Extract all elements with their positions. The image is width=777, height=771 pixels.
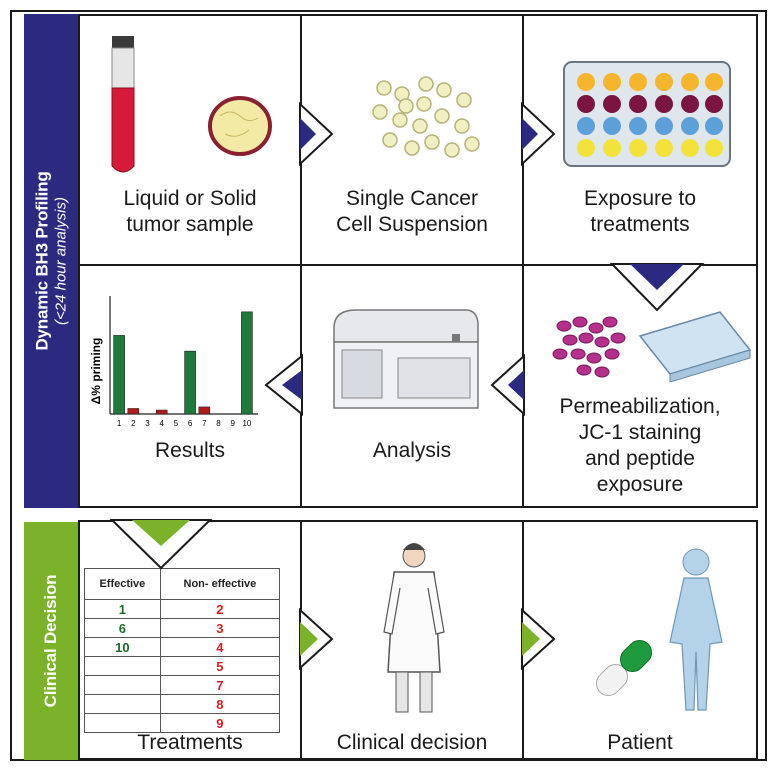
profiling-sidebar: Dynamic BH3 Profiling (<24 hour analysis… xyxy=(24,14,78,508)
effective-cell: 1 xyxy=(84,599,161,619)
chart-bar xyxy=(113,335,125,415)
non-effective-cell: 2 xyxy=(159,599,281,619)
chart-tick-label: 4 xyxy=(159,419,164,428)
chart-bar xyxy=(198,406,211,415)
effective-cell: 6 xyxy=(84,618,161,638)
step-label-line: Exposure to xyxy=(583,187,697,210)
chart-tick-label: 5 xyxy=(174,419,179,428)
effective-cell xyxy=(84,713,161,733)
step-label-line: Results xyxy=(154,439,226,462)
clinical-title: Clinical Decision xyxy=(41,574,60,708)
chart-tick-label: 3 xyxy=(145,419,150,428)
effective-cell: 10 xyxy=(84,637,161,657)
step-label-line: Single Cancer xyxy=(346,187,478,210)
table-row: 8 xyxy=(84,694,281,714)
non-effective-cell: 3 xyxy=(159,618,281,638)
profiling-subtitle: (<24 hour analysis) xyxy=(52,197,70,325)
effective-cell xyxy=(84,675,161,695)
table-row: 5 xyxy=(84,656,281,676)
chart-y-axis-label: Δ% priming xyxy=(89,338,103,405)
non-effective-cell: 9 xyxy=(159,713,281,733)
non-effective-cell: 8 xyxy=(159,694,281,714)
step-panel-suspension: Single Cancer Cell Suspension xyxy=(300,14,524,266)
table-header-row: Effective Non- effective xyxy=(84,568,281,600)
step-label-line: Treatments xyxy=(137,731,243,754)
step-panel-permeabilization: Permeabilization, JC-1 staining and pept… xyxy=(522,264,758,508)
non-effective-cell: 4 xyxy=(159,637,281,657)
step-label-line: Patient xyxy=(607,731,673,754)
table-row: 7 xyxy=(84,675,281,695)
effective-cell xyxy=(84,694,161,714)
step-label-line: Clinical decision xyxy=(336,731,488,754)
chart-tick-label: 6 xyxy=(188,419,193,428)
table-row: 9 xyxy=(84,713,281,733)
stained-cells-illustration xyxy=(552,311,752,383)
step-label-line: tumor sample xyxy=(126,213,254,236)
chart-bar xyxy=(127,408,140,415)
effective-cell xyxy=(84,656,161,676)
step-label-line: Cell Suspension xyxy=(336,213,488,236)
step-label-line: exposure xyxy=(596,473,684,496)
well-plate-illustration xyxy=(563,61,731,167)
diagram-frame xyxy=(10,10,767,761)
step-panel-exposure: Exposure to treatments xyxy=(522,14,758,266)
tube-and-tumor-illustration xyxy=(111,36,272,173)
chart-bar xyxy=(241,311,253,415)
step-label-line: JC-1 staining xyxy=(578,421,702,444)
clinical-sidebar: Clinical Decision xyxy=(24,522,78,760)
cell-suspension-illustration xyxy=(372,76,480,158)
flow-cytometer-illustration xyxy=(333,309,479,409)
chart-bar xyxy=(184,350,196,415)
doctor-illustration xyxy=(383,543,445,713)
profiling-title: Dynamic BH3 Profiling xyxy=(32,171,52,351)
table-header-cell: Effective xyxy=(84,568,161,600)
chart-tick-label: 9 xyxy=(230,419,235,428)
step-label-line: treatments xyxy=(590,213,690,236)
chart-tick-label: 7 xyxy=(202,419,207,428)
step-label-line: Liquid or Solid xyxy=(123,187,257,210)
table-header-cell: Non- effective xyxy=(159,568,281,600)
chart-tick-label: 1 xyxy=(117,419,122,428)
non-effective-cell: 7 xyxy=(159,675,281,695)
step-panel-sample: Liquid or Solid tumor sample xyxy=(78,14,302,266)
chart-tick-label: 10 xyxy=(242,419,251,428)
step-panel-analysis: Analysis xyxy=(300,264,524,508)
chart-tick-label: 8 xyxy=(216,419,221,428)
step-label-line: Analysis xyxy=(372,439,452,462)
chart-bar xyxy=(155,409,168,415)
step-label-line: Permeabilization, xyxy=(559,395,721,418)
step-label-line: and peptide xyxy=(585,447,695,470)
step-panel-clinical-decision: Clinical decision xyxy=(300,520,524,760)
chart-tick-label: 2 xyxy=(131,419,136,428)
patient-and-pill-illustration xyxy=(595,548,723,711)
non-effective-cell: 5 xyxy=(159,656,281,676)
step-panel-patient: Patient xyxy=(522,520,758,760)
